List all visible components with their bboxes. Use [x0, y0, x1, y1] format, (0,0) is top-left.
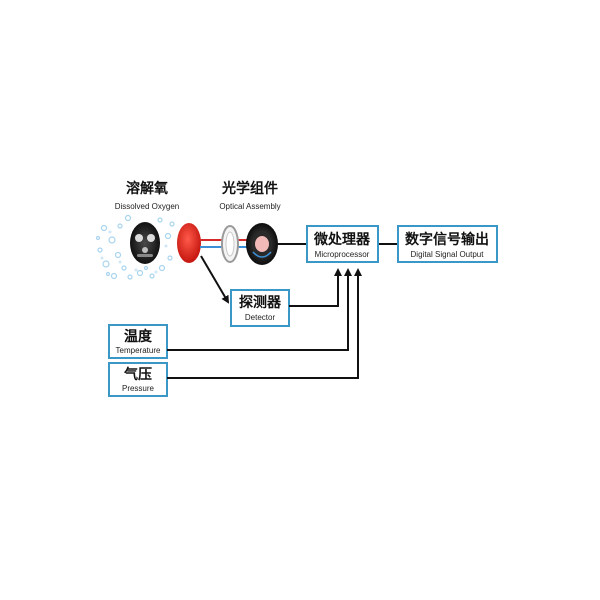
- digital-output-en: Digital Signal Output: [411, 250, 485, 259]
- optical-assembly-zh: 光学组件: [221, 180, 278, 197]
- digital-output-box: [397, 225, 498, 263]
- microprocessor-en: Microprocessor: [315, 250, 370, 259]
- wire-detector-to-micro: [289, 268, 342, 307]
- wire-temperature-to-micro: [167, 268, 352, 351]
- red-fluorescent-disc-icon: [177, 223, 201, 263]
- microprocessor-box: [306, 225, 379, 263]
- temperature-box: [108, 324, 168, 359]
- detector-zh: 探测器: [239, 294, 282, 311]
- optical-sensor-head-icon: [246, 223, 278, 265]
- wire-pressure-to-micro: [167, 268, 362, 379]
- digital-output-zh: 数字信号输出: [405, 231, 489, 248]
- temperature-en: Temperature: [116, 346, 161, 355]
- oxygen-bubbles: [95, 214, 175, 280]
- microprocessor-zh: 微处理器: [313, 231, 371, 248]
- temperature-zh: 温度: [124, 328, 153, 345]
- optical-lens-icon: [221, 225, 239, 263]
- detector-en: Detector: [245, 313, 276, 322]
- detector-box: [230, 289, 290, 327]
- dissolved-oxygen-en: Dissolved Oxygen: [115, 202, 179, 211]
- sensor-probe-icon: [130, 222, 160, 264]
- arrow-to-detector: [200, 255, 230, 304]
- dissolved-oxygen-zh: 溶解氧: [126, 180, 168, 197]
- optical-assembly-en: Optical Assembly: [219, 202, 280, 211]
- pressure-en: Pressure: [122, 384, 155, 393]
- pressure-box: [108, 362, 168, 397]
- pressure-zh: 气压: [123, 366, 152, 383]
- oxygen-bubbles-filled: [100, 230, 168, 274]
